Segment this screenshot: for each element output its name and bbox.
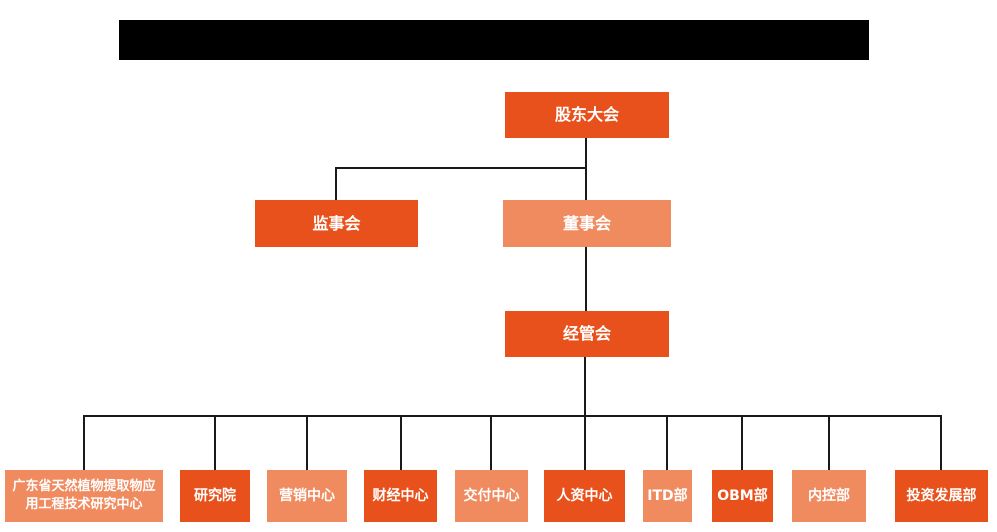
- node-dept-internal-control: 内控部: [792, 470, 866, 522]
- connector-branch-horizontal: [335, 167, 587, 169]
- node-dept-delivery-center: 交付中心: [455, 470, 528, 522]
- node-dept-marketing-center: 营销中心: [267, 470, 347, 522]
- redacted-title-bar: [119, 20, 869, 60]
- connector-drop-4: [400, 415, 402, 470]
- connector-drop-10: [940, 415, 942, 470]
- connector-drop-5: [490, 415, 492, 470]
- connector-supervisory-vertical: [335, 167, 337, 200]
- node-dept-investment-dev: 投资发展部: [895, 470, 988, 522]
- node-dept-finance-center: 财经中心: [364, 470, 437, 522]
- node-dept-hr-center: 人资中心: [544, 470, 625, 522]
- connector-drop-8: [741, 415, 743, 470]
- node-supervisory-board: 监事会: [255, 200, 418, 247]
- node-shareholders-meeting: 股东大会: [505, 92, 669, 138]
- connector-drop-7: [666, 415, 668, 470]
- connector-drop-3: [306, 415, 308, 470]
- node-dept-research-center: 广东省天然植物提取物应用工程技术研究中心: [5, 470, 163, 522]
- connector-board-management: [585, 247, 587, 311]
- node-dept-itd: ITD部: [643, 470, 692, 522]
- node-management-committee: 经管会: [505, 311, 669, 357]
- node-dept-obm: OBM部: [712, 470, 773, 522]
- connector-drop-2: [214, 415, 216, 470]
- node-dept-research-institute: 研究院: [180, 470, 250, 522]
- node-board-of-directors: 董事会: [503, 200, 671, 247]
- connector-drop-1: [83, 415, 85, 470]
- connector-management-bus: [584, 357, 586, 416]
- connector-drop-9: [828, 415, 830, 470]
- connector-department-bus: [83, 415, 942, 417]
- connector-root-vertical: [585, 138, 587, 200]
- connector-drop-6: [584, 415, 586, 470]
